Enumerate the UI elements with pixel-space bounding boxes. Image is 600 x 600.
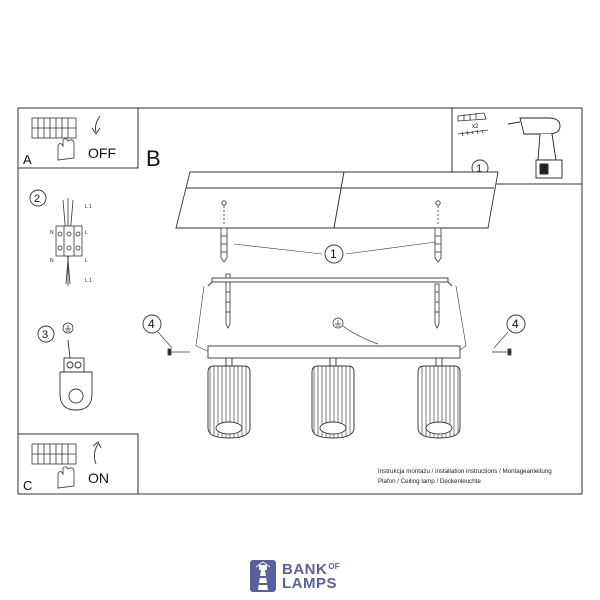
ground-symbol-icon bbox=[62, 322, 74, 334]
step-3-marker: 3 bbox=[37, 325, 55, 343]
step-4-marker-right: 4 bbox=[493, 314, 526, 349]
hand-icon bbox=[57, 466, 75, 489]
step-4-marker-left: 4 bbox=[142, 314, 173, 349]
mounting-bracket bbox=[207, 277, 453, 287]
panel-c-switch-on: C ON bbox=[23, 441, 109, 493]
drill-icon bbox=[507, 117, 563, 179]
svg-text:4: 4 bbox=[512, 317, 519, 331]
wall-plug-icon bbox=[457, 112, 487, 122]
tools-panel: x2 1 bbox=[457, 112, 563, 179]
lamp-bar bbox=[207, 345, 461, 367]
ceiling-fixings bbox=[220, 200, 442, 329]
svg-text:2: 2 bbox=[34, 193, 40, 205]
ceiling-plane bbox=[175, 171, 499, 229]
side-screws bbox=[167, 348, 512, 356]
connector-block-icon bbox=[55, 198, 83, 286]
svg-text:1: 1 bbox=[476, 163, 482, 175]
svg-text:4: 4 bbox=[148, 317, 155, 331]
arrow-up-icon bbox=[92, 441, 102, 465]
wire-label-l1-bottom: L 1 bbox=[85, 278, 92, 284]
instructions-title: Instrukcja montażu / installation instru… bbox=[378, 468, 552, 475]
product-type: Plafon / Ceiling lamp / Deckenleuchte bbox=[378, 478, 481, 485]
ground-terminal-icon bbox=[59, 339, 93, 411]
spotlight-right bbox=[417, 365, 461, 439]
arrow-down-icon bbox=[91, 115, 101, 135]
step-2-marker: 2 bbox=[29, 189, 47, 207]
wire-label-l-top: L bbox=[85, 230, 88, 236]
panel-a-switch-off: A OFF bbox=[23, 115, 116, 167]
body-ground-icon bbox=[332, 317, 379, 345]
assembly-guide-lines bbox=[195, 285, 467, 353]
step-2-wiring: 2 L 1 N L N L L 1 bbox=[29, 189, 92, 286]
panel-c-letter: C bbox=[23, 478, 32, 493]
brand-name-of: OF bbox=[328, 562, 340, 571]
brand-name-bottom: LAMPS bbox=[282, 575, 337, 592]
spotlight-left bbox=[207, 365, 251, 439]
spotlight-middle bbox=[311, 365, 355, 439]
on-label: ON bbox=[88, 470, 109, 486]
step-1-marker-b: 1 bbox=[233, 241, 437, 264]
screw-icon bbox=[457, 129, 489, 137]
wire-label-n-bottom: N bbox=[50, 258, 54, 264]
brand-logo: BANKOF LAMPS bbox=[282, 560, 339, 591]
panel-b-letter: B bbox=[146, 146, 161, 171]
quantity-label: x2 bbox=[472, 124, 479, 130]
terminal-block-icon bbox=[31, 117, 77, 139]
step-3-ground: 3 bbox=[37, 322, 93, 411]
lighthouse-logo-icon bbox=[250, 560, 276, 592]
hand-icon bbox=[57, 138, 75, 161]
off-label: OFF bbox=[88, 145, 116, 161]
wire-label-l-bottom: L bbox=[85, 258, 88, 264]
terminal-block-icon bbox=[31, 443, 77, 465]
wire-label-l1-top: L 1 bbox=[85, 204, 92, 210]
panel-a-letter: A bbox=[23, 152, 32, 167]
wire-label-n-top: N bbox=[50, 230, 54, 236]
svg-text:1: 1 bbox=[330, 247, 337, 261]
brand-name-top: BANK bbox=[282, 561, 328, 578]
sheet-frame bbox=[17, 107, 583, 495]
svg-text:3: 3 bbox=[42, 329, 48, 341]
